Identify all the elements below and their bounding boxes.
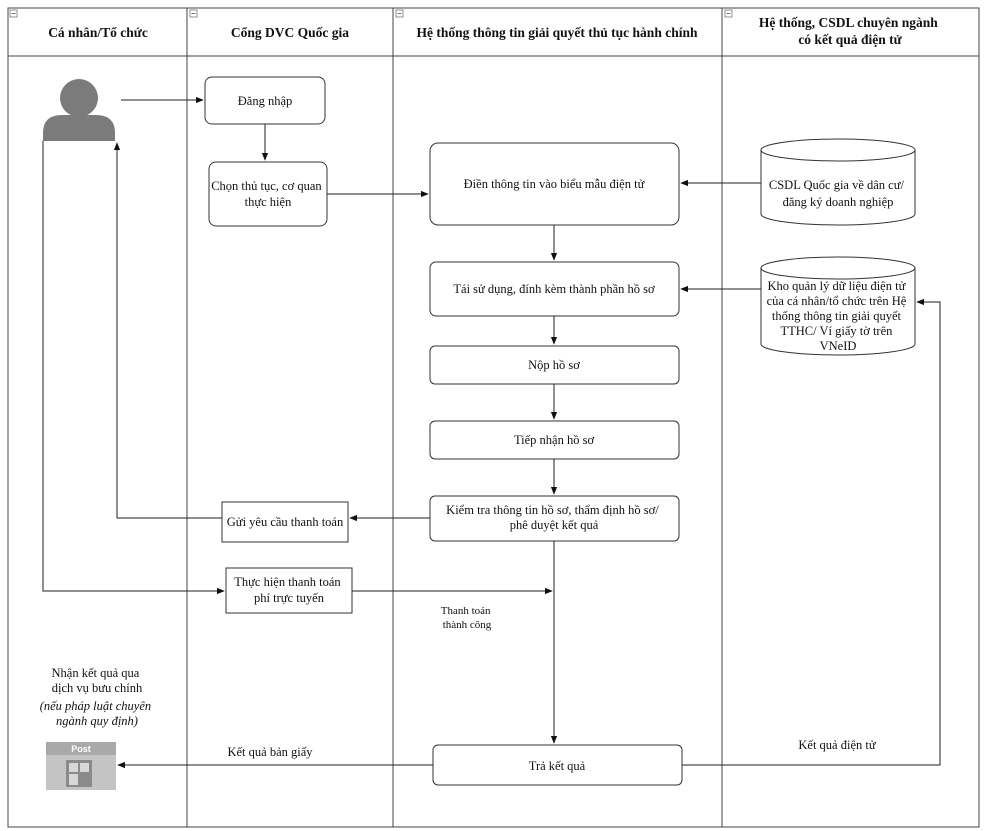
data-warehouse-line-1: Kho quản lý dữ liệu điện tử [768, 279, 907, 293]
review-label: Kiểm tra thông tin hồ sơ, thẩm định hồ s… [446, 503, 662, 532]
payment-success-line-2: thành công [443, 619, 492, 631]
data-warehouse-line-4: TTHC/ Ví giấy tờ trên [780, 324, 893, 338]
post-icon-pane-3 [69, 774, 78, 785]
collapse-toggle-lane-2[interactable] [189, 9, 198, 18]
receive-label: Tiếp nhận hồ sơ [514, 433, 595, 447]
lane-header-portal: Cổng DVC Quốc gia [231, 25, 349, 40]
pay-online-line-1: Thực hiện thanh toán [234, 575, 341, 589]
payment-success-label: Thanh toán thành công [441, 605, 494, 631]
payment-request-box[interactable] [221, 501, 349, 543]
lane-header-specialized: Hệ thống, CSDL chuyên ngành có kết quả đ… [759, 15, 941, 47]
login-label: Đăng nhập [238, 94, 293, 108]
postal-note-line-2: ngành quy định) [56, 714, 138, 728]
arrow-user-to-pay-online [42, 141, 225, 595]
flow-connectors [42, 96, 941, 769]
swimlane-frame [7, 7, 980, 828]
user-head [60, 79, 98, 117]
collapse-toggle-lane-1[interactable] [9, 9, 18, 18]
postal-service-line-1: Nhận kết quả qua [52, 666, 140, 680]
post-icon-pane-2 [80, 763, 89, 772]
population-database-label: CSDL Quốc gia về dân cư/ đăng ký doanh n… [769, 178, 907, 209]
electronic-result-label: Kết quả điện tử [798, 738, 876, 752]
choose-procedure-line-1: Chọn thủ tục, cơ quan [211, 179, 322, 193]
lane-header-specialized-line-2: có kết quả điện tử [798, 32, 902, 47]
choose-procedure-line-2: thực hiện [245, 195, 292, 209]
collapse-toggle-lane-3[interactable] [395, 9, 404, 18]
payment-request-label: Gửi yêu cầu thanh toán [227, 515, 344, 529]
payment-success-line-1: Thanh toán [441, 605, 491, 617]
lane-header-system: Hệ thống thông tin giải quyết thủ tục hà… [417, 25, 698, 40]
data-warehouse-label: Kho quản lý dữ liệu điện tử của cá nhân/… [767, 279, 910, 353]
postal-service-line-2: dịch vụ bưu chính [52, 681, 143, 695]
postal-service-label: Nhận kết quả qua dịch vụ bưu chính [52, 666, 143, 695]
collapse-toggle-lane-4[interactable] [724, 9, 733, 18]
pool-border [7, 7, 980, 828]
user-body [43, 115, 115, 141]
population-database[interactable]: CSDL Quốc gia về dân cư/ đăng ký doanh n… [760, 138, 916, 226]
choose-procedure-box[interactable] [208, 161, 328, 227]
fill-form-label: Điền thông tin vào biểu mẫu điện tử [464, 177, 646, 191]
user-silhouette-icon [43, 79, 115, 141]
paper-result-label: Kết quả bản giấy [227, 745, 313, 759]
data-warehouse-line-5: VNeID [820, 339, 857, 353]
postal-note-line-1: (nếu pháp luật chuyên [40, 699, 151, 713]
population-database-line-1: CSDL Quốc gia về dân cư/ [769, 178, 905, 192]
post-icon-pane-1 [69, 763, 78, 772]
data-warehouse-database[interactable]: Kho quản lý dữ liệu điện tử của cá nhân/… [760, 256, 916, 356]
data-warehouse-line-3: thống thông tin giải quyết [772, 309, 902, 323]
reuse-attach-label: Tái sử dụng, đính kèm thành phần hồ sơ [453, 282, 655, 296]
pay-online-label: Thực hiện thanh toán phí trực tuyến [234, 575, 344, 605]
pay-online-line-2: phí trực tuyến [254, 591, 325, 605]
choose-procedure-label: Chọn thủ tục, cơ quan thực hiện [211, 179, 325, 209]
post-office-icon: Post [46, 742, 116, 790]
population-database-line-2: đăng ký doanh nghiệp [783, 195, 894, 209]
post-icon-label: Post [71, 744, 91, 754]
lane-header-individual: Cá nhân/Tổ chức [48, 25, 148, 40]
review-line-1: Kiểm tra thông tin hồ sơ, thẩm định hồ s… [446, 503, 659, 517]
postal-note-label: (nếu pháp luật chuyên ngành quy định) [40, 699, 155, 728]
arrow-return-to-warehouse [682, 298, 941, 766]
lane-header-specialized-line-1: Hệ thống, CSDL chuyên ngành [759, 15, 938, 30]
return-result-label: Trả kết quả [529, 759, 586, 773]
data-warehouse-line-2: của cá nhân/tổ chức trên Hệ [767, 294, 907, 308]
submit-label: Nộp hồ sơ [528, 358, 580, 372]
post-icon-roof [46, 742, 116, 755]
arrow-payment-request-to-user [113, 142, 222, 519]
review-line-2: phê duyệt kết quả [510, 518, 599, 532]
